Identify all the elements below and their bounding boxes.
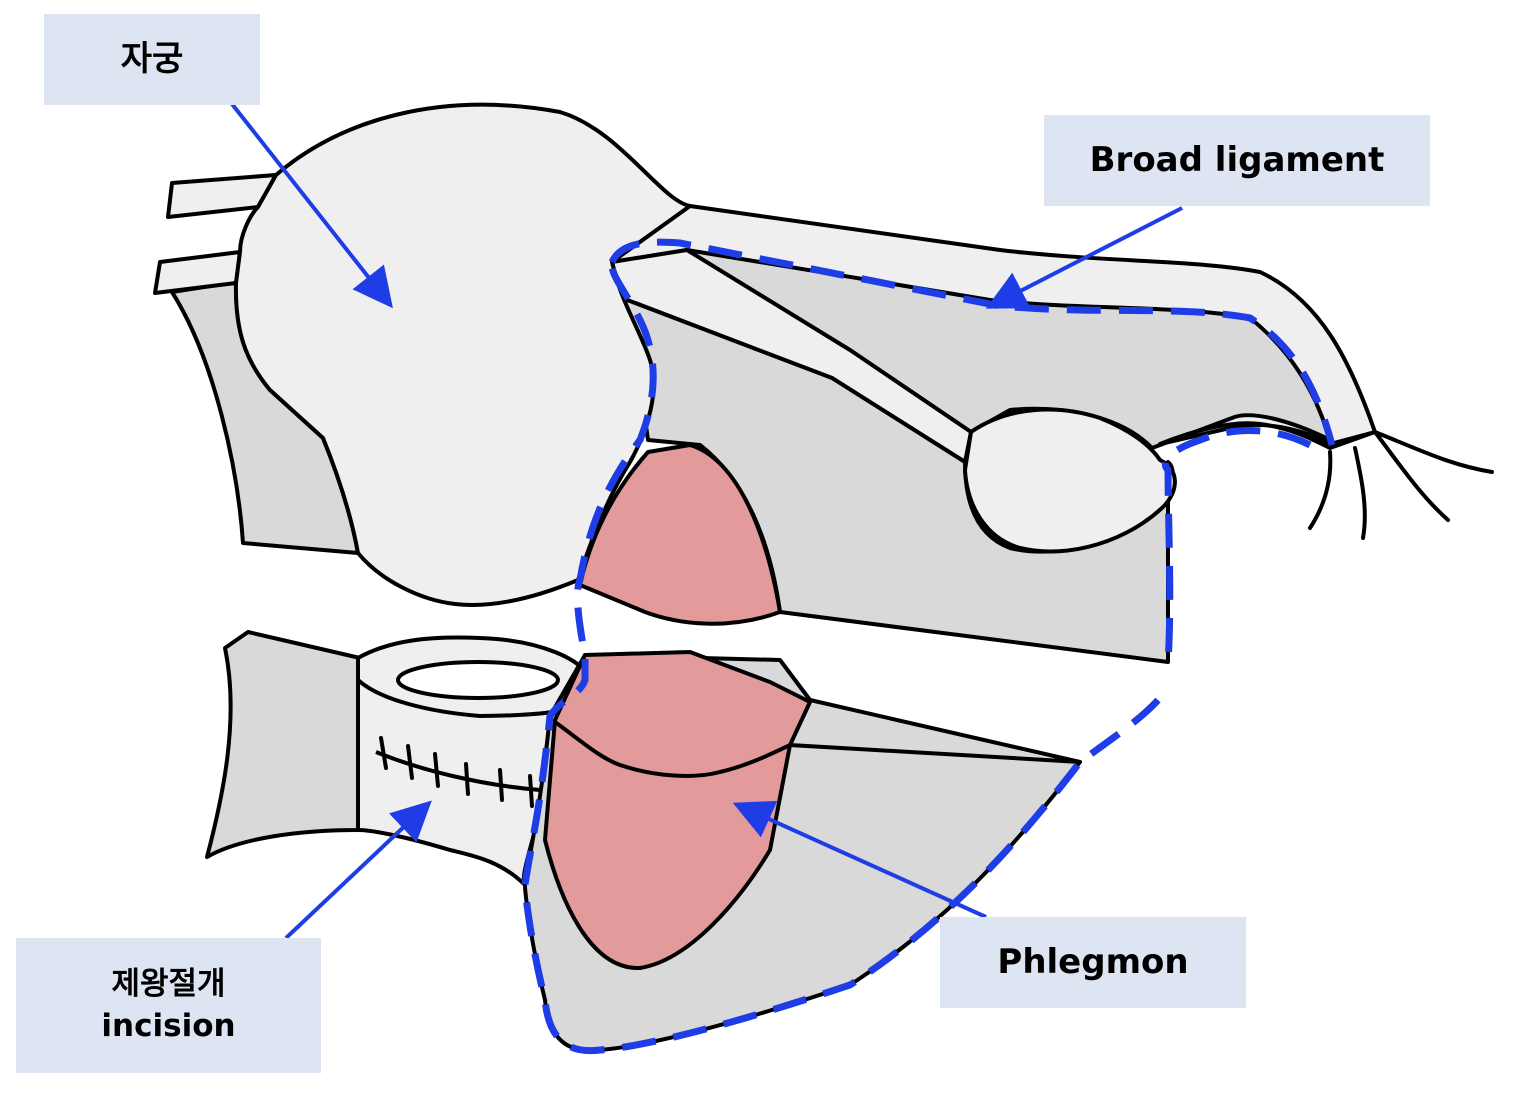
dashed-resection-outline <box>521 238 1336 1055</box>
label-incision-line2: incision <box>101 1007 236 1044</box>
label-uterus: 자궁 <box>44 14 260 105</box>
fimbria-lines <box>1158 421 1494 540</box>
label-broad-ligament: Broad ligament <box>1044 115 1430 206</box>
label-incision-line1: 제왕절개 <box>111 965 226 1002</box>
phlegmon-lower-fold <box>553 720 791 778</box>
incision-suture-line <box>375 750 541 792</box>
label-broad-ligament-text: Broad ligament <box>1089 139 1385 180</box>
label-phlegmon: Phlegmon <box>940 917 1246 1008</box>
incision-suture-stitches <box>379 736 534 808</box>
phlegmon-upper <box>578 443 782 626</box>
label-uterus-text: 자궁 <box>120 38 184 79</box>
arrow-broad-ligament <box>985 206 1183 309</box>
cervix-front-line <box>356 678 553 719</box>
phlegmon-lower <box>543 650 812 971</box>
arrow-phlegmon <box>732 800 987 919</box>
cervical-canal <box>396 660 560 700</box>
lower-left-flap <box>205 630 362 859</box>
ovary <box>963 407 1177 554</box>
arrow-uterus <box>230 102 393 309</box>
arrow-incision <box>284 800 432 940</box>
label-cesarean-incision: 제왕절개 incision <box>16 938 321 1073</box>
label-phlegmon-text: Phlegmon <box>997 941 1189 982</box>
